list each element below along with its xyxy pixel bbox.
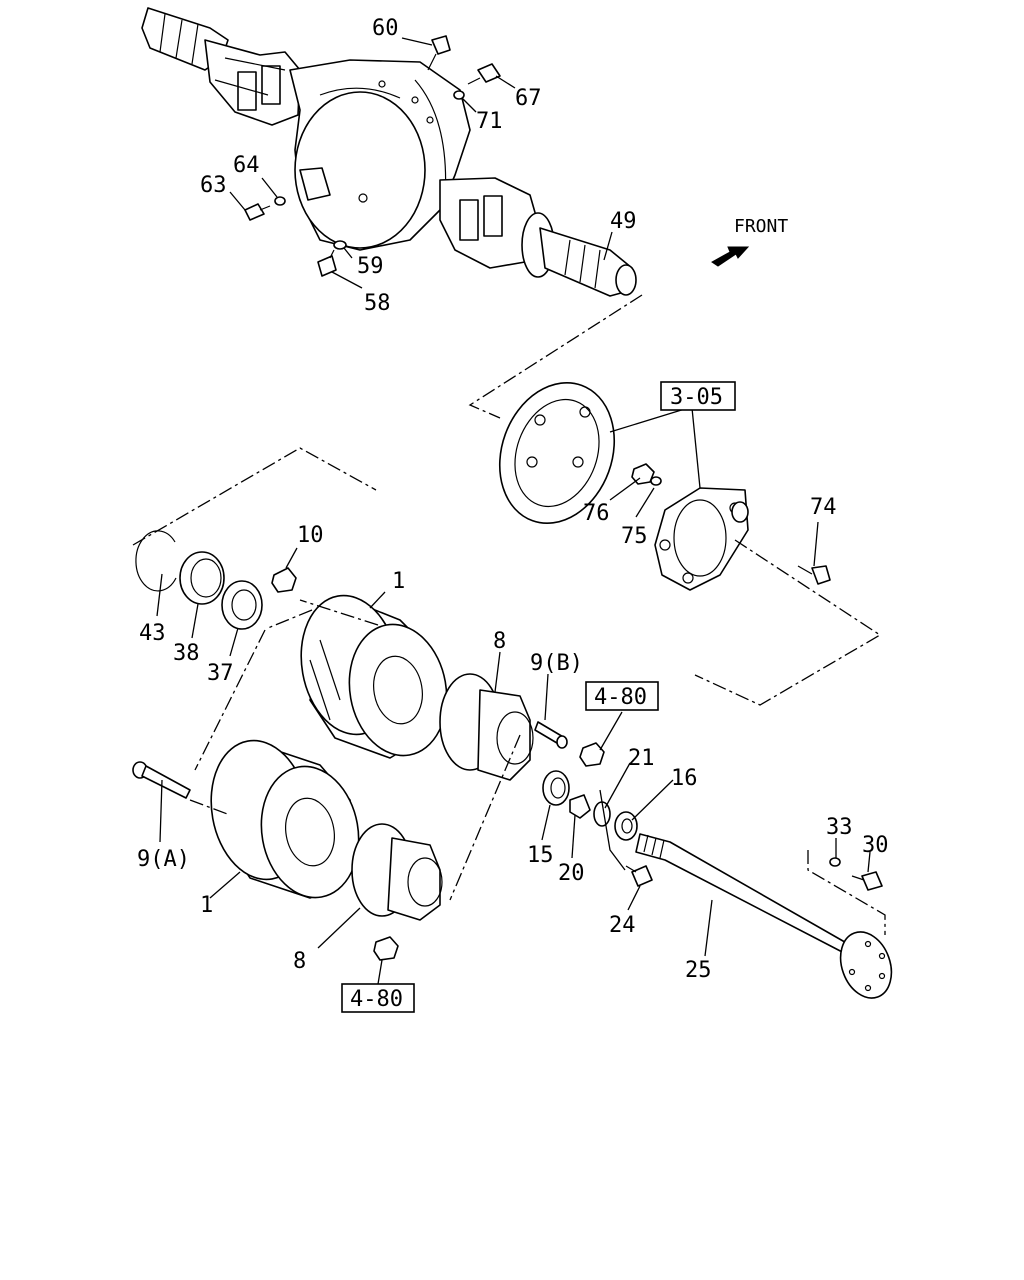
- ref-box-4-80-upper-label: 4-80: [594, 685, 647, 710]
- front-label: FRONT: [734, 216, 788, 237]
- callout-1-upper: 1: [392, 569, 405, 594]
- hub-nut-lower: [373, 936, 399, 961]
- callout-59: 59: [357, 254, 384, 279]
- callout-67: 67: [515, 86, 542, 111]
- axle-housing: [141, 7, 637, 297]
- brake-backing-plate: [498, 381, 616, 525]
- callout-64: 64: [233, 153, 260, 178]
- bearing-group: [135, 530, 297, 630]
- callout-25: 25: [685, 958, 712, 983]
- wheel-hub-lower: [351, 823, 443, 921]
- hub-nut-upper: [579, 742, 605, 767]
- callout-1-lower: 1: [200, 893, 213, 918]
- ref-box-3-05[interactable]: 3-05: [660, 381, 736, 411]
- callout-37: 37: [207, 661, 234, 686]
- callout-49: 49: [610, 209, 637, 234]
- callout-8-lower: 8: [293, 949, 306, 974]
- axle-shaft: [635, 833, 893, 999]
- callout-8-upper: 8: [493, 629, 506, 654]
- ref-box-4-80-lower-label: 4-80: [350, 987, 403, 1012]
- callout-9a: 9(A): [137, 847, 190, 872]
- callout-58: 58: [364, 291, 391, 316]
- front-direction-indicator: FRONT: [711, 216, 788, 267]
- wheel-stud-b: [534, 721, 568, 749]
- ref-box-3-05-label: 3-05: [670, 385, 723, 410]
- leader-lines: [156, 37, 871, 985]
- callout-16: 16: [671, 766, 698, 791]
- callout-75: 75: [621, 524, 648, 549]
- callout-9b: 9(B): [530, 651, 583, 676]
- callout-63: 63: [200, 173, 227, 198]
- callout-24: 24: [609, 913, 636, 938]
- wheel-hub-upper: [439, 673, 534, 781]
- callout-60: 60: [372, 16, 399, 41]
- callout-43: 43: [139, 621, 166, 646]
- carrier-fasteners: [631, 463, 831, 585]
- brake-drum-upper: [300, 594, 448, 759]
- front-arrow-icon: [711, 246, 750, 267]
- callout-labels: 60 67 71 64 63 59 58 49 76 75 74 10 1 43…: [137, 16, 889, 983]
- callout-10: 10: [297, 523, 324, 548]
- brake-drum-lower: [210, 739, 360, 899]
- callout-71: 71: [476, 109, 503, 134]
- wheel-stud-a: [132, 761, 191, 799]
- callout-21: 21: [628, 746, 655, 771]
- callout-38: 38: [173, 641, 200, 666]
- hub-seal-parts: [542, 770, 653, 887]
- callout-15: 15: [527, 843, 554, 868]
- brake-carrier: [654, 487, 749, 591]
- callout-76: 76: [583, 501, 610, 526]
- callout-20: 20: [558, 861, 585, 886]
- ref-box-4-80-upper[interactable]: 4-80: [585, 681, 659, 711]
- callout-30: 30: [862, 833, 889, 858]
- callout-33: 33: [826, 815, 853, 840]
- assembly-guide-lines: [132, 294, 886, 935]
- callout-74: 74: [810, 495, 837, 520]
- shaft-fasteners: [829, 857, 883, 891]
- ref-box-4-80-lower[interactable]: 4-80: [341, 983, 415, 1013]
- housing-fasteners: [244, 35, 501, 277]
